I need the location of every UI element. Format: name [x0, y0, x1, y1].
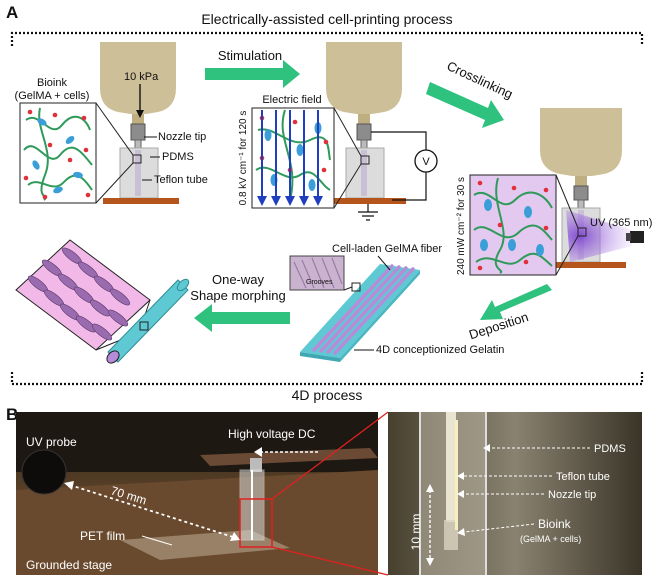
grooves-leader	[343, 286, 353, 291]
zoom-pdms-arrow-head	[483, 444, 490, 452]
morph-label-2: Shape morphing	[190, 288, 285, 303]
zoom-bioink-label: Bioink	[538, 517, 572, 531]
pet-label: PET film	[80, 529, 125, 543]
zoom-pdms-label: PDMS	[594, 443, 626, 455]
length-label: 10 mm	[409, 514, 423, 551]
nozzle-tip-label: Nozzle tip	[158, 131, 206, 143]
uv-zoom-leader-1	[555, 174, 579, 229]
pdms-label: PDMS	[162, 151, 194, 163]
aligned-cells-box	[15, 239, 151, 351]
process-4d-label: 4D process	[292, 387, 363, 403]
electric-field-label: Electric field	[262, 94, 321, 106]
pressure-label: 10 kPa	[124, 71, 159, 83]
length-scale-head-top	[426, 484, 434, 492]
zoom-bioink-arrow-head	[457, 528, 465, 536]
electric-field-box	[251, 107, 335, 209]
stage-label: Grounded stage	[26, 558, 112, 572]
zoom-connector-2	[271, 546, 389, 576]
grooves-label: Grooves	[306, 279, 333, 286]
uv-probe-label: UV probe	[26, 435, 77, 449]
substrate-label: 4D conceptionized Gelatin	[376, 344, 504, 356]
gelatin-substrate	[300, 264, 420, 362]
panel-a-title: Electrically-assisted cell-printing proc…	[201, 11, 452, 27]
bioink-zoom-box	[19, 102, 97, 204]
zoom-connector-1	[271, 411, 389, 500]
fiber-label: Cell-laden GelMA fiber	[332, 243, 442, 255]
circuit-wire	[367, 131, 427, 212]
uv-condition-label: 240 mW cm⁻² for 30 s	[456, 177, 467, 275]
bioink-sublabel: (GelMA + cells)	[15, 90, 90, 102]
panel-b-letter: B	[6, 405, 18, 424]
uv-beam	[566, 210, 632, 262]
syringe-barrel-2	[326, 42, 402, 114]
uv-source-label: UV (365 nm)	[590, 217, 652, 229]
bioink-zoom-marker	[132, 154, 142, 164]
shape-morphing-arrow	[194, 304, 290, 332]
crosslinking-arrow	[426, 82, 504, 128]
pressure-arrow-head	[136, 110, 144, 118]
printer-stage-3	[540, 108, 644, 268]
distance-arrow-head-right	[230, 532, 240, 541]
voltmeter-label: V	[422, 156, 430, 168]
zoom-nozzle-arrow-head	[457, 490, 464, 498]
zoom-photo	[388, 412, 642, 575]
length-scale-head-bottom	[426, 558, 434, 566]
uv-zoom-leader-2	[555, 235, 579, 276]
zoom-teflon-label: Teflon tube	[556, 471, 610, 483]
syringe-barrel-3	[540, 108, 622, 176]
zoom-teflon-arrow-head	[457, 472, 464, 480]
zoom-bioink-sublabel: (GelMA + cells)	[520, 534, 581, 544]
printer-stage-1	[100, 42, 179, 204]
bottom-dotted-bracket	[10, 372, 644, 386]
zoom-bioink-arrow	[463, 523, 535, 533]
top-dotted-bracket	[10, 31, 644, 46]
field-lines	[257, 110, 323, 206]
grooves-micrograph	[289, 255, 345, 291]
uv-probe-photo	[21, 449, 67, 495]
stage-plate	[103, 198, 179, 204]
uv-lamp	[630, 231, 644, 243]
deposition-arrow	[480, 284, 552, 320]
morph-label-1: One-way	[212, 272, 265, 287]
teflon-tube-label: Teflon tube	[154, 174, 208, 186]
distance-arrow-head-left	[64, 481, 74, 490]
rolled-tube	[106, 278, 190, 364]
syringe-barrel	[100, 42, 176, 114]
crosslinked-zoom-box	[469, 174, 557, 276]
field-zoom-leader-2	[333, 163, 362, 209]
panel-a-letter: A	[6, 3, 18, 22]
printer-stage-2	[326, 42, 406, 204]
teflon-tube	[135, 150, 141, 196]
ground-symbol	[358, 211, 378, 221]
bioink-label: Bioink	[37, 77, 67, 89]
hv-arrow-head	[254, 447, 262, 457]
hv-label: High voltage DC	[228, 427, 316, 441]
distance-arrow	[69, 484, 237, 539]
voltmeter	[414, 149, 438, 173]
zoom-region-box	[239, 498, 273, 548]
field-condition-label: 0.8 kV cm⁻¹ for 120 s	[238, 111, 249, 206]
syringe-neck	[132, 114, 144, 124]
stimulation-arrow	[205, 60, 300, 88]
fiber-leader	[377, 255, 391, 271]
stimulation-label: Stimulation	[218, 48, 282, 63]
zoom-nozzle-label: Nozzle tip	[548, 489, 596, 501]
pet-leader	[141, 535, 173, 546]
bioink-zoom-leader-2	[95, 162, 134, 204]
nozzle-holder	[130, 123, 146, 141]
bioink-zoom-leader-1	[95, 102, 134, 156]
field-zoom-leader-1	[333, 107, 362, 157]
